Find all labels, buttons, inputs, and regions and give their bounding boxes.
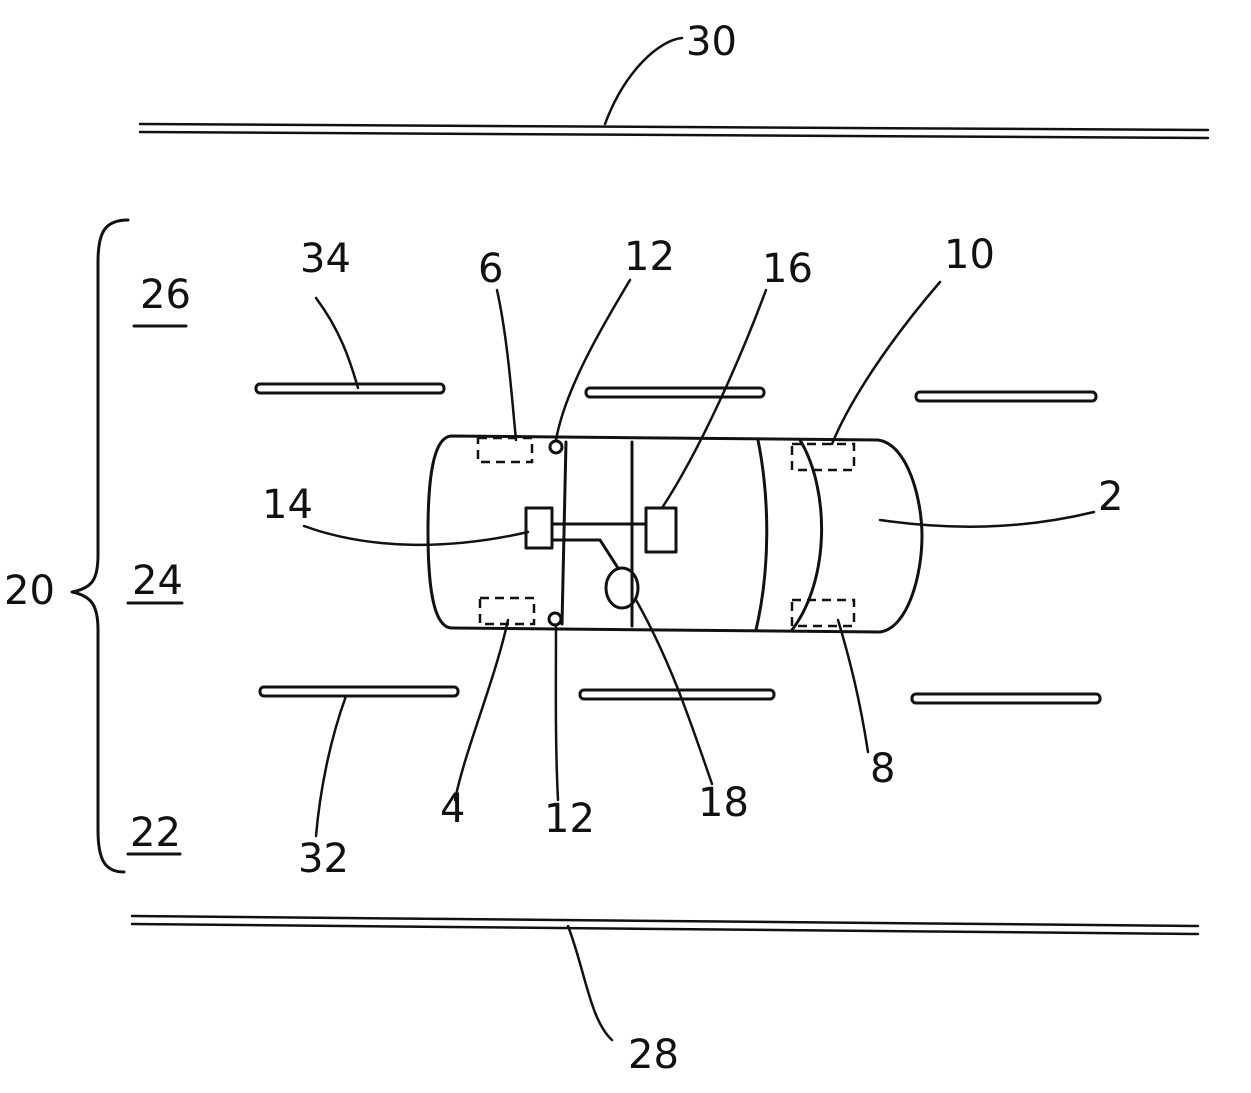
sensor-front-left <box>478 438 532 462</box>
road-edge-top <box>140 124 1208 138</box>
label-road-edge-top: 30 <box>686 19 737 65</box>
label-control-unit: 14 <box>262 482 313 528</box>
label-module-18: 18 <box>698 780 749 826</box>
label-sensor-front-left: 6 <box>478 246 503 292</box>
vehicle-structure <box>562 440 822 630</box>
label-road-edge-bottom: 28 <box>628 1032 679 1078</box>
label-module-16: 16 <box>762 246 813 292</box>
control-unit <box>526 508 552 548</box>
label-lane-left: 26 <box>140 272 191 318</box>
pivot-top <box>550 441 562 453</box>
label-pivot-top: 12 <box>624 234 675 280</box>
label-lane-marking-top: 34 <box>300 236 351 282</box>
road-edge-bottom <box>132 916 1198 934</box>
lane-markings-top <box>256 384 1096 401</box>
lane-group-brace <box>72 220 128 872</box>
label-sensor-front-right: 4 <box>440 786 465 832</box>
label-vehicle: 2 <box>1098 474 1123 520</box>
label-lane-group: 20 <box>4 568 55 614</box>
leader-lines <box>304 38 1094 1040</box>
label-lane-right: 22 <box>130 810 181 856</box>
label-lane-marking-bottom: 32 <box>298 836 349 882</box>
label-sensor-rear-left: 10 <box>944 232 995 278</box>
label-pivot-bottom: 12 <box>544 796 595 842</box>
label-lane-center: 24 <box>132 558 183 604</box>
sensor-rear-left <box>792 444 854 470</box>
label-sensor-rear-right: 8 <box>870 746 895 792</box>
module-16-box <box>646 508 676 552</box>
pivot-bottom <box>549 613 561 625</box>
